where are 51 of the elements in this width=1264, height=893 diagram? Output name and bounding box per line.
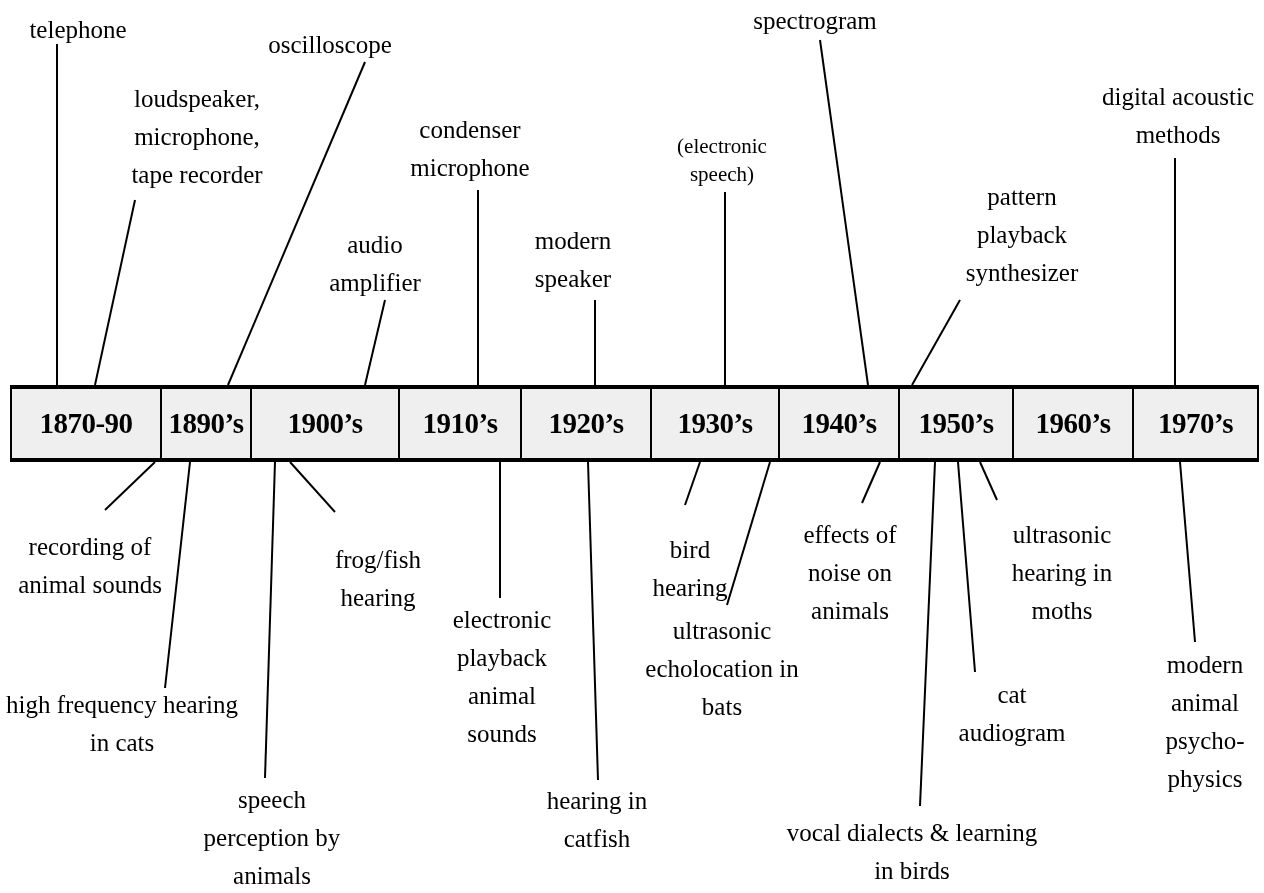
- leader-line: [94, 199, 136, 386]
- milestone-label: modern speaker: [513, 222, 633, 298]
- leader-line: [1174, 157, 1176, 386]
- milestone-label: (electronic speech): [672, 132, 772, 188]
- leader-line: [819, 39, 869, 386]
- leader-line: [264, 461, 276, 779]
- leader-line: [364, 299, 386, 386]
- leader-line: [1179, 461, 1196, 643]
- milestone-label: spectrogram: [735, 2, 895, 40]
- leader-line: [861, 461, 881, 504]
- leader-line: [499, 461, 501, 599]
- leader-line: [587, 461, 599, 781]
- milestone-label: ultrasonic hearing in moths: [987, 516, 1137, 630]
- milestone-label: condenser microphone: [385, 111, 555, 187]
- decade-cell: 1970’s: [1132, 385, 1259, 462]
- milestone-label: speech perception by animals: [197, 781, 347, 893]
- milestone-label: recording of animal sounds: [10, 528, 170, 604]
- leader-line: [979, 461, 998, 501]
- milestone-label: oscilloscope: [250, 26, 410, 64]
- milestone-label: audio amplifier: [315, 226, 435, 302]
- milestone-label: hearing in catfish: [532, 782, 662, 858]
- decade-cell: 1930’s: [650, 385, 780, 462]
- milestone-label: vocal dialects & learning in birds: [777, 814, 1047, 890]
- milestone-label: high frequency hearing in cats: [2, 686, 242, 762]
- milestone-label: loudspeaker, microphone, tape recorder: [122, 80, 272, 194]
- decade-cell: 1920’s: [520, 385, 652, 462]
- leader-line: [919, 461, 936, 807]
- milestone-label: digital acoustic methods: [1088, 78, 1264, 154]
- leader-line: [164, 461, 191, 689]
- decade-cell: 1910’s: [398, 385, 522, 462]
- leader-line: [724, 191, 726, 386]
- decade-cell: 1890’s: [160, 385, 252, 462]
- milestone-label: telephone: [0, 11, 158, 49]
- leader-line: [957, 461, 976, 673]
- leader-line: [911, 299, 961, 386]
- leader-line: [726, 461, 771, 606]
- decade-cell: 1960’s: [1012, 385, 1134, 462]
- decade-cell: 1870-90: [10, 385, 162, 462]
- leader-line: [684, 461, 701, 506]
- leader-line: [594, 299, 596, 386]
- milestone-label: modern animal psycho-physics: [1150, 646, 1260, 798]
- leader-line: [289, 461, 336, 513]
- leader-line: [227, 61, 366, 386]
- leader-line: [56, 43, 58, 386]
- leader-line: [104, 461, 156, 511]
- leader-line: [477, 189, 479, 386]
- milestone-label: pattern playback synthesizer: [947, 178, 1097, 292]
- decade-cell: 1900’s: [250, 385, 400, 462]
- milestone-label: cat audiogram: [942, 676, 1082, 752]
- decade-cell: 1950’s: [898, 385, 1014, 462]
- decade-cell: 1940’s: [778, 385, 900, 462]
